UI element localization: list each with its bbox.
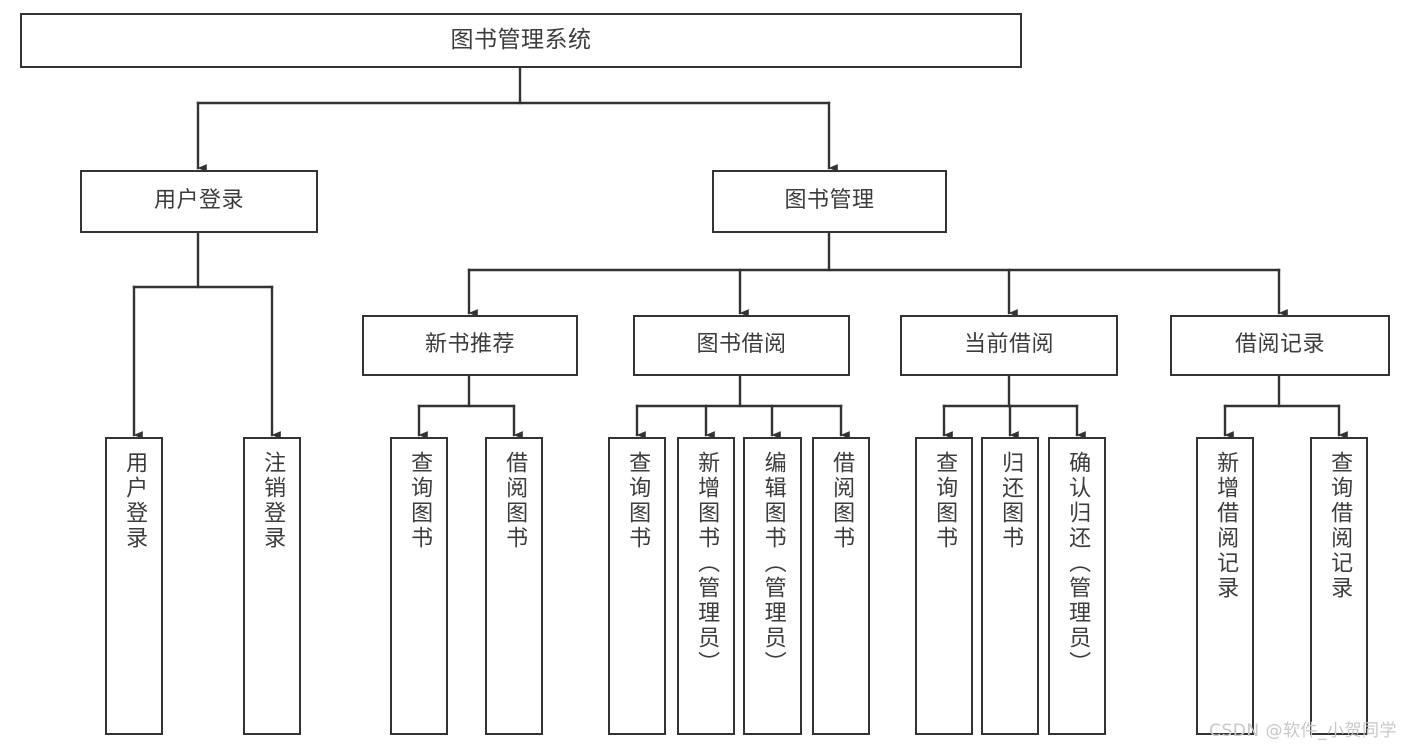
node-root[interactable]: 图书管理系统 — [20, 13, 1022, 68]
node-leaf-add-borrow-record[interactable]: 新增借阅记录 — [1196, 437, 1254, 735]
node-leaf-borrow-book-2-label: 借阅图书 — [829, 451, 855, 551]
node-leaf-query-book-2-label: 查询图书 — [625, 451, 651, 551]
node-leaf-user-login[interactable]: 用户登录 — [105, 437, 163, 735]
node-leaf-user-logout[interactable]: 注销登录 — [243, 437, 301, 735]
node-leaf-edit-book-label: 编辑图书（管理员） — [760, 451, 786, 676]
node-leaf-return-book-label: 归还图书 — [998, 451, 1024, 551]
node-user-login-label: 用户登录 — [153, 188, 244, 214]
node-leaf-borrow-book-2[interactable]: 借阅图书 — [812, 437, 870, 735]
node-root-label: 图书管理系统 — [450, 26, 592, 53]
watermark-text: CSDN @软件_小贺同学 — [1209, 721, 1397, 741]
node-new-book-recommend[interactable]: 新书推荐 — [362, 315, 578, 376]
node-book-borrow-label: 图书借阅 — [696, 332, 787, 358]
node-leaf-add-book[interactable]: 新增图书（管理员） — [677, 437, 735, 735]
node-leaf-confirm-return[interactable]: 确认归还（管理员） — [1048, 437, 1106, 735]
node-leaf-query-book-1-label: 查询图书 — [407, 451, 433, 551]
node-leaf-query-book-2[interactable]: 查询图书 — [608, 437, 666, 735]
node-book-manage-label: 图书管理 — [784, 188, 875, 214]
node-current-borrow[interactable]: 当前借阅 — [900, 315, 1118, 376]
node-leaf-query-book-3-label: 查询图书 — [932, 451, 958, 551]
node-book-borrow[interactable]: 图书借阅 — [633, 315, 850, 376]
node-leaf-return-book[interactable]: 归还图书 — [981, 437, 1039, 735]
node-borrow-record-label: 借阅记录 — [1234, 332, 1325, 358]
node-leaf-user-login-label: 用户登录 — [122, 451, 148, 551]
node-book-manage[interactable]: 图书管理 — [712, 170, 947, 233]
node-leaf-edit-book[interactable]: 编辑图书（管理员） — [743, 437, 802, 735]
node-leaf-add-borrow-record-label: 新增借阅记录 — [1213, 451, 1239, 601]
node-leaf-borrow-book-1[interactable]: 借阅图书 — [485, 437, 543, 735]
node-leaf-user-logout-label: 注销登录 — [260, 451, 286, 551]
node-borrow-record[interactable]: 借阅记录 — [1170, 315, 1390, 376]
node-leaf-query-book-1[interactable]: 查询图书 — [390, 437, 448, 735]
node-leaf-query-borrow-record-label: 查询借阅记录 — [1327, 451, 1353, 601]
node-leaf-add-book-label: 新增图书（管理员） — [694, 451, 720, 676]
node-new-book-recommend-label: 新书推荐 — [424, 332, 515, 358]
node-leaf-query-book-3[interactable]: 查询图书 — [915, 437, 973, 735]
node-user-login[interactable]: 用户登录 — [80, 170, 318, 233]
node-leaf-borrow-book-1-label: 借阅图书 — [502, 451, 528, 551]
node-current-borrow-label: 当前借阅 — [963, 332, 1054, 358]
node-leaf-query-borrow-record[interactable]: 查询借阅记录 — [1310, 437, 1368, 735]
node-leaf-confirm-return-label: 确认归还（管理员） — [1065, 451, 1091, 676]
